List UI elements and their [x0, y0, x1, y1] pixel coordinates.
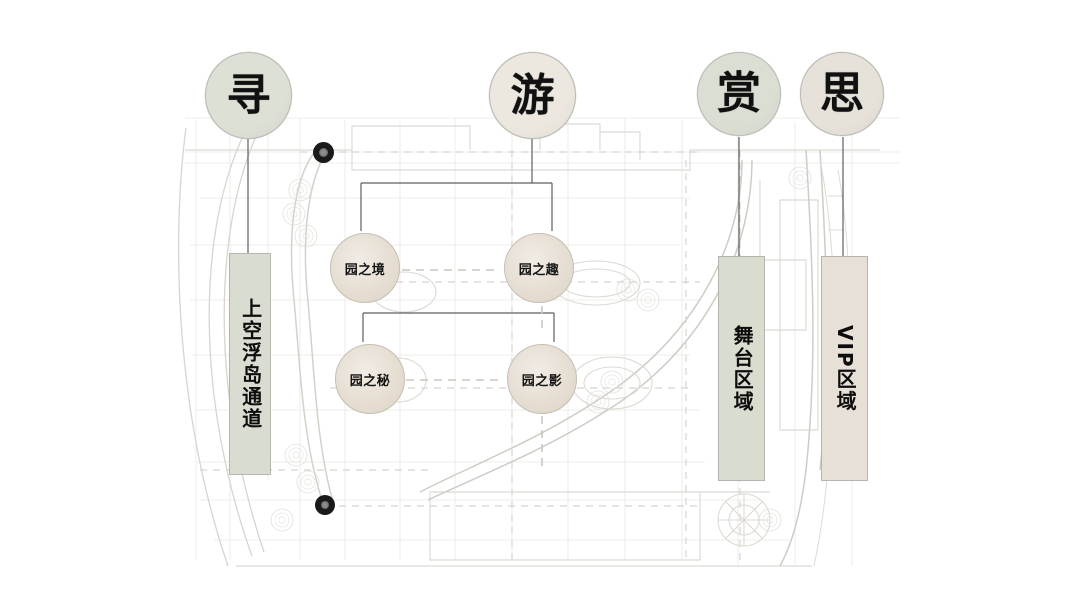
theme-circle-xun[interactable]: 寻: [205, 52, 292, 139]
zone-band-label: VIP区域: [833, 324, 858, 413]
zone-band-sky-island-corridor[interactable]: 上空浮岛通道: [229, 253, 271, 475]
node-circle-yuan-zhi-ying[interactable]: 园之影: [507, 344, 577, 414]
zone-band-label: 舞台区域: [730, 324, 755, 413]
theme-circle-glyph: 思: [820, 68, 864, 119]
entry-marker-north-icon[interactable]: [313, 142, 334, 163]
node-circle-label: 园之秘: [349, 373, 391, 389]
node-circle-yuan-zhi-jing[interactable]: 园之境: [330, 233, 400, 303]
theme-circle-glyph: 寻: [226, 69, 271, 121]
zone-band-stage-area[interactable]: 舞台区域: [718, 256, 765, 481]
theme-circle-glyph: 游: [510, 69, 555, 121]
zone-band-label: 上空浮岛通道: [238, 298, 263, 430]
theme-circle-glyph: 赏: [717, 68, 761, 119]
node-circle-label: 园之境: [344, 262, 386, 278]
theme-circle-you[interactable]: 游: [489, 52, 576, 139]
theme-circle-si[interactable]: 思: [800, 52, 884, 136]
node-circle-yuan-zhi-mi[interactable]: 园之秘: [335, 344, 405, 414]
node-circle-yuan-zhi-qu[interactable]: 园之趣: [504, 233, 574, 303]
theme-circle-shang[interactable]: 赏: [697, 52, 781, 136]
zone-band-vip-area[interactable]: VIP区域: [821, 256, 868, 481]
entry-marker-south-icon[interactable]: [315, 495, 335, 515]
node-circle-label: 园之影: [521, 373, 563, 389]
node-circle-label: 园之趣: [518, 262, 560, 278]
